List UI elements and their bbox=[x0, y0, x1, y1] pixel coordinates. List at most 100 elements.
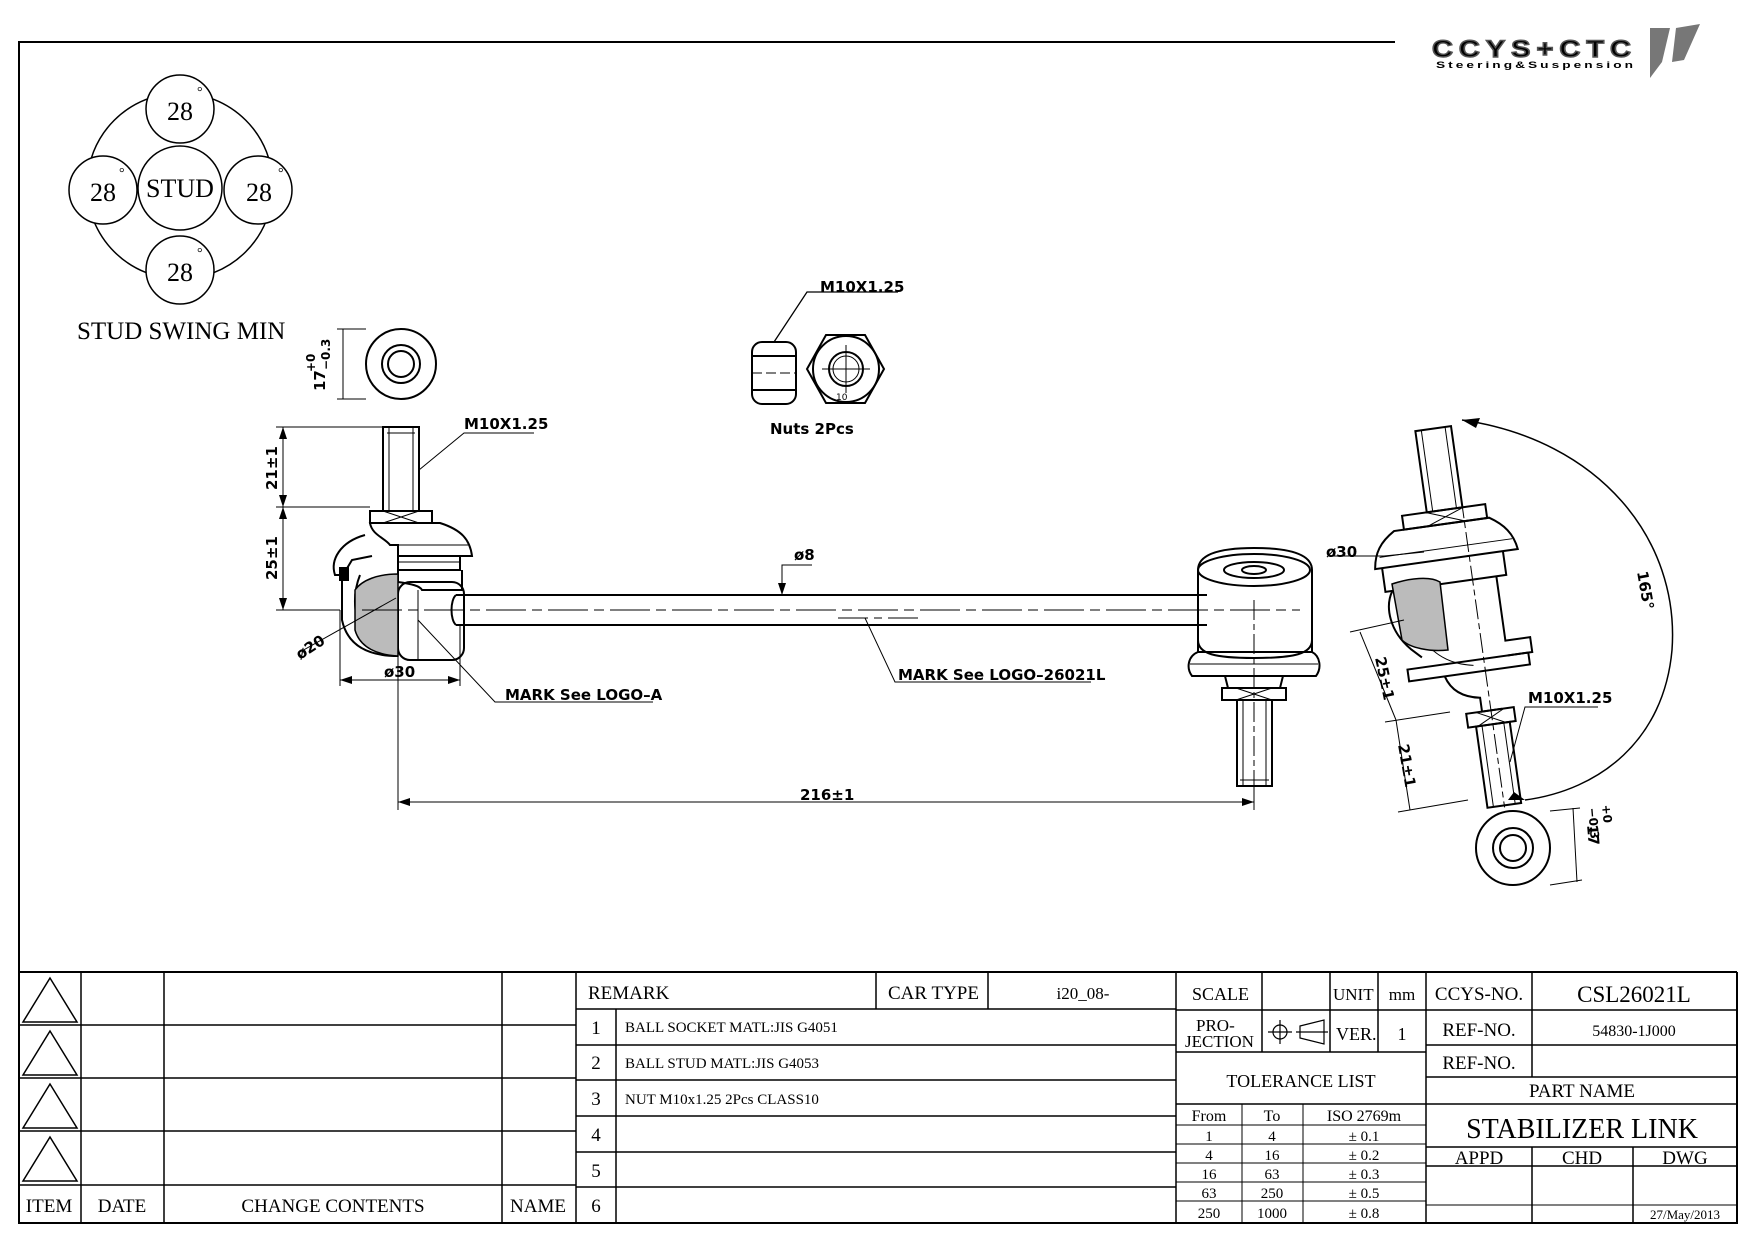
ver-value: 1 bbox=[1398, 1024, 1407, 1044]
revision-triangle-icon bbox=[21, 976, 79, 1023]
tolerance-title: TOLERANCE LIST bbox=[1226, 1071, 1375, 1091]
swing-angle-bottom: 28 bbox=[167, 258, 193, 287]
revision-triangle-icon bbox=[21, 1029, 79, 1076]
left-ball-dia: ø20 bbox=[292, 631, 328, 663]
right-hex-width: 17 bbox=[1583, 824, 1603, 846]
swing-arc bbox=[1461, 419, 1674, 801]
left-hex-dimension: 17 +0 −0.3 bbox=[304, 339, 333, 391]
stabilizer-bar bbox=[362, 594, 1300, 626]
drawing-frame bbox=[18, 41, 1738, 1224]
right-hex-bottom-view bbox=[1475, 807, 1583, 886]
right-thread-label: M10X1.25 bbox=[1528, 689, 1612, 707]
dimension-arrows bbox=[279, 427, 1254, 806]
remark-row-no: 4 bbox=[591, 1125, 601, 1146]
svg-text:± 0.5: ± 0.5 bbox=[1349, 1186, 1380, 1202]
left-height: 25±1 bbox=[263, 536, 281, 580]
rev-header-date: DATE bbox=[98, 1196, 147, 1217]
car-type-label: CAR TYPE bbox=[888, 983, 979, 1004]
degree-mark: ° bbox=[197, 85, 203, 100]
stud-swing-caption: STUD SWING MIN bbox=[77, 318, 285, 345]
remark-row-no: 6 bbox=[591, 1196, 601, 1217]
remark-row-text: BALL SOCKET MATL:JIS G4051 bbox=[625, 1020, 838, 1036]
svg-text:± 0.1: ± 0.1 bbox=[1349, 1129, 1380, 1145]
arc-arrow-icon bbox=[1462, 418, 1480, 428]
svg-text:1: 1 bbox=[1205, 1129, 1213, 1145]
nut-thread-label: M10X1.25 bbox=[820, 278, 904, 296]
projection-symbol-icon bbox=[1268, 1019, 1328, 1045]
title-texts: CCYS-NO. CSL26021L REF-NO. 54830-1J000 R… bbox=[1435, 982, 1720, 1222]
remark-row-no: 1 bbox=[591, 1018, 601, 1039]
bar-mark-label: MARK See LOGO–26021L bbox=[898, 666, 1106, 684]
title-block bbox=[1426, 972, 1737, 1223]
ccys-no-label: CCYS-NO. bbox=[1435, 984, 1523, 1005]
svg-text:± 0.2: ± 0.2 bbox=[1349, 1148, 1380, 1164]
dwg-label: DWG bbox=[1662, 1148, 1708, 1169]
left-stud-length: 21±1 bbox=[263, 446, 281, 490]
svg-text:± 0.8: ± 0.8 bbox=[1349, 1206, 1380, 1222]
right-stud-length: 21±1 bbox=[1394, 743, 1419, 789]
ref-no-label-1: REF-NO. bbox=[1442, 1020, 1515, 1041]
svg-text:63: 63 bbox=[1202, 1186, 1217, 1202]
swing-angle-top: 28 bbox=[167, 97, 193, 126]
left-hex-top-view bbox=[337, 328, 437, 400]
bar-length: 216±1 bbox=[800, 786, 854, 804]
svg-text:ISO 2769m: ISO 2769m bbox=[1327, 1108, 1402, 1125]
swing-angle-left: 28 bbox=[90, 178, 116, 207]
remark-texts: REMARK CAR TYPE i20_08- 1 2 3 4 5 6 BALL… bbox=[588, 983, 1110, 1217]
right-socket-dia: ø30 bbox=[1326, 543, 1357, 561]
right-hex-tol-upper: +0 bbox=[1599, 804, 1615, 824]
unit-label: UNIT bbox=[1333, 985, 1374, 1004]
rev-header-change: CHANGE CONTENTS bbox=[241, 1196, 424, 1217]
rev-header-item: ITEM bbox=[26, 1196, 73, 1217]
left-thread-label: M10X1.25 bbox=[464, 415, 548, 433]
degree-mark: ° bbox=[197, 246, 203, 261]
revision-table bbox=[19, 972, 577, 1223]
stud-swing-diagram: 28 28 28 28 STUD ° ° ° ° STUD SWING MIN bbox=[68, 74, 293, 345]
scale-label: SCALE bbox=[1192, 984, 1249, 1004]
ccys-no-value: CSL26021L bbox=[1577, 982, 1691, 1007]
remark-row-no: 5 bbox=[591, 1161, 601, 1182]
svg-text:To: To bbox=[1264, 1108, 1281, 1125]
car-type-value: i20_08- bbox=[1057, 984, 1110, 1003]
degree-mark: ° bbox=[278, 166, 284, 181]
svg-text:17: 17 bbox=[311, 370, 329, 391]
right-side-view bbox=[1374, 424, 1534, 809]
right-height: 25±1 bbox=[1371, 655, 1398, 702]
logo-brand: CCYS+CTC bbox=[1432, 36, 1637, 63]
part-name-label: PART NAME bbox=[1529, 1081, 1635, 1102]
svg-text:± 0.3: ± 0.3 bbox=[1349, 1167, 1380, 1183]
svg-text:4: 4 bbox=[1268, 1129, 1276, 1145]
part-name-value: STABILIZER LINK bbox=[1466, 1114, 1698, 1145]
remark-row-text: BALL STUD MATL:JIS G4053 bbox=[625, 1056, 819, 1072]
svg-text:16: 16 bbox=[1265, 1148, 1281, 1164]
right-ball-joint bbox=[1187, 546, 1321, 795]
logo-swoosh-icon bbox=[1650, 24, 1700, 78]
appd-label: APPD bbox=[1455, 1148, 1504, 1169]
ver-label: VER. bbox=[1336, 1024, 1377, 1044]
nut-size-mark: 10 bbox=[836, 393, 848, 403]
right-ball-section bbox=[1391, 577, 1449, 652]
degree-mark: ° bbox=[119, 166, 125, 181]
stud-center-label: STUD bbox=[146, 174, 214, 203]
nut-caption: Nuts 2Pcs bbox=[770, 420, 854, 438]
ref-no-label-2: REF-NO. bbox=[1442, 1053, 1515, 1074]
logo-tagline: Steering&Suspension bbox=[1436, 60, 1636, 70]
spec-block bbox=[1176, 972, 1427, 1223]
drawing-date: 27/May/2013 bbox=[1650, 1207, 1720, 1222]
swing-angle-right: 28 bbox=[246, 178, 272, 207]
unit-value: mm bbox=[1389, 985, 1415, 1004]
left-mark-label: MARK See LOGO–A bbox=[505, 686, 663, 704]
svg-text:1000: 1000 bbox=[1257, 1206, 1287, 1222]
svg-text:+0: +0 bbox=[304, 354, 318, 372]
rev-header-name: NAME bbox=[510, 1196, 566, 1217]
spec-texts: SCALE UNIT mm PRO- JECTION VER. 1 TOLERA… bbox=[1185, 984, 1415, 1222]
remark-row-text: NUT M10x1.25 2Pcs CLASS10 bbox=[625, 1092, 819, 1108]
remark-table bbox=[576, 972, 1177, 1223]
projection-label-1: PRO- bbox=[1196, 1016, 1235, 1035]
dimension-lines bbox=[276, 426, 1598, 813]
dimension-texts: 21±1 25±1 M10X1.25 ø20 ø30 MARK See LOGO… bbox=[263, 415, 1658, 846]
ref-no-value-1: 54830-1J000 bbox=[1592, 1023, 1676, 1040]
remark-header: REMARK bbox=[588, 983, 670, 1004]
arc-arrow-icon bbox=[1508, 792, 1525, 800]
